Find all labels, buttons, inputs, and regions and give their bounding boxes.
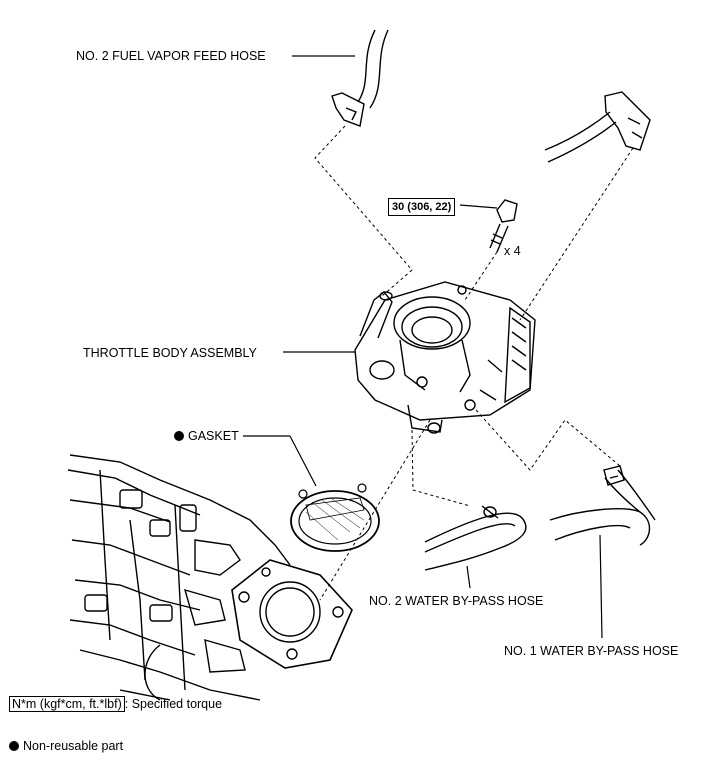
legend-torque: N*m (kgf*cm, ft.*lbf): Specified torque xyxy=(9,696,223,712)
legend-non-reusable-text: Non-reusable part xyxy=(23,739,124,753)
label-gasket: GASKET xyxy=(174,429,239,443)
legend-torque-unit: N*m (kgf*cm, ft.*lbf) xyxy=(9,696,125,712)
gasket xyxy=(290,483,380,552)
label-gasket-text: GASKET xyxy=(188,429,239,443)
water-bypass-hose-1 xyxy=(549,465,656,546)
label-fuel-vapor-feed-hose: NO. 2 FUEL VAPOR FEED HOSE xyxy=(76,49,266,63)
legend-torque-description: : Specified torque xyxy=(124,697,223,711)
fuel-vapor-feed-hose xyxy=(331,29,389,127)
assembly-guide-lines xyxy=(314,125,634,601)
upper-right-hose xyxy=(544,91,651,163)
label-water-bypass-hose-1: NO. 1 WATER BY-PASS HOSE xyxy=(504,644,679,658)
intake-manifold xyxy=(67,454,353,701)
legend-non-reusable: Non-reusable part xyxy=(9,739,123,753)
bolt xyxy=(489,199,518,253)
throttle-body-assembly xyxy=(354,281,536,434)
label-water-bypass-hose-2: NO. 2 WATER BY-PASS HOSE xyxy=(369,594,544,608)
label-throttle-body-assembly: THROTTLE BODY ASSEMBLY xyxy=(83,346,257,360)
filled-circle-icon xyxy=(174,431,184,441)
water-bypass-hose-2 xyxy=(424,505,527,571)
label-bolt-quantity: x 4 xyxy=(504,244,521,258)
torque-specification-box: 30 (306, 22) xyxy=(388,198,456,216)
filled-circle-icon xyxy=(9,741,19,751)
